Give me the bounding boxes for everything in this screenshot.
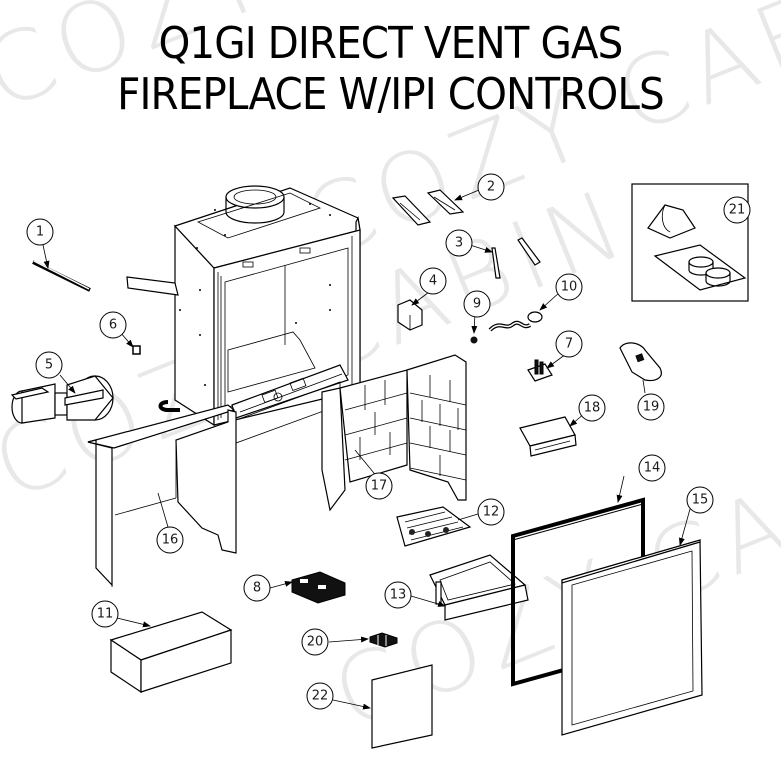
callout-7: 7 [555, 330, 583, 358]
part-3-shim [491, 247, 501, 279]
part-1-rod [32, 260, 91, 292]
svg-text:7: 7 [565, 337, 573, 352]
svg-text:16: 16 [162, 533, 179, 548]
part-20-connector [369, 632, 398, 648]
callout-13: 13 [384, 581, 412, 609]
part-3-shim-b [517, 237, 541, 266]
part-17-brick-panel [321, 354, 467, 512]
callout-8: 8 [243, 574, 271, 602]
svg-text:18: 18 [584, 401, 601, 416]
callout-6: 6 [99, 311, 127, 339]
svg-text:21: 21 [729, 203, 746, 218]
callout-5: 5 [35, 351, 63, 379]
title-line-2: FIREPLACE W/IPI CONTROLS [117, 69, 665, 120]
firebox-assembly [126, 185, 361, 444]
part-2-brackets [391, 189, 465, 226]
svg-text:19: 19 [643, 400, 660, 415]
svg-text:9: 9 [473, 297, 481, 312]
callout-10: 10 [555, 273, 583, 301]
svg-text:22: 22 [312, 689, 329, 704]
callout-19: 19 [637, 393, 665, 421]
svg-text:2: 2 [487, 180, 495, 195]
callout-22: 22 [306, 682, 334, 710]
svg-text:3: 3 [455, 236, 463, 251]
callout-20: 20 [301, 628, 329, 656]
callout-15: 15 [686, 486, 714, 514]
svg-text:8: 8 [253, 581, 261, 596]
callout-1: 1 [26, 218, 54, 246]
part-13-tray [429, 554, 529, 621]
callout-14: 14 [638, 454, 666, 482]
svg-text:11: 11 [97, 607, 114, 622]
part-16-front-panel [87, 404, 237, 587]
part-7-pilot [527, 359, 553, 382]
part-9-knob [470, 336, 478, 344]
svg-text:4: 4 [429, 274, 437, 289]
part-12-burner [396, 506, 472, 547]
callout-3: 3 [445, 229, 473, 257]
part-18-control-module [519, 416, 577, 457]
part-10-thermocouple [488, 311, 543, 332]
svg-text:1: 1 [36, 225, 44, 240]
part-19-remote [619, 342, 662, 382]
callout-2: 2 [477, 173, 505, 201]
svg-text:17: 17 [371, 479, 388, 494]
svg-text:12: 12 [483, 505, 500, 520]
callout-18: 18 [578, 394, 606, 422]
part-22-manual [371, 664, 433, 749]
callout-17: 17 [365, 472, 393, 500]
svg-text:13: 13 [390, 588, 407, 603]
callout-16: 16 [156, 526, 184, 554]
part-4-box [397, 299, 423, 331]
svg-text:6: 6 [109, 318, 117, 333]
title-line-1: Q1GI DIRECT VENT GAS [158, 18, 623, 69]
callout-4: 4 [419, 267, 447, 295]
svg-text:20: 20 [307, 635, 324, 650]
callout-11: 11 [91, 600, 119, 628]
part-11-box [109, 611, 233, 694]
callout-9: 9 [463, 290, 491, 318]
part-8-gas-valve [291, 571, 346, 604]
svg-text:5: 5 [45, 358, 53, 373]
page-title: Q1GI DIRECT VENT GAS FIREPLACE W/IPI CON… [31, 18, 750, 120]
svg-text:14: 14 [644, 461, 661, 476]
part-15-door-frame [561, 539, 703, 736]
callout-12: 12 [477, 498, 505, 526]
svg-text:10: 10 [561, 280, 578, 295]
part-5-blower [10, 375, 114, 424]
part-6-clip [132, 345, 141, 355]
svg-text:15: 15 [692, 493, 709, 508]
callout-21: 21 [723, 196, 751, 224]
